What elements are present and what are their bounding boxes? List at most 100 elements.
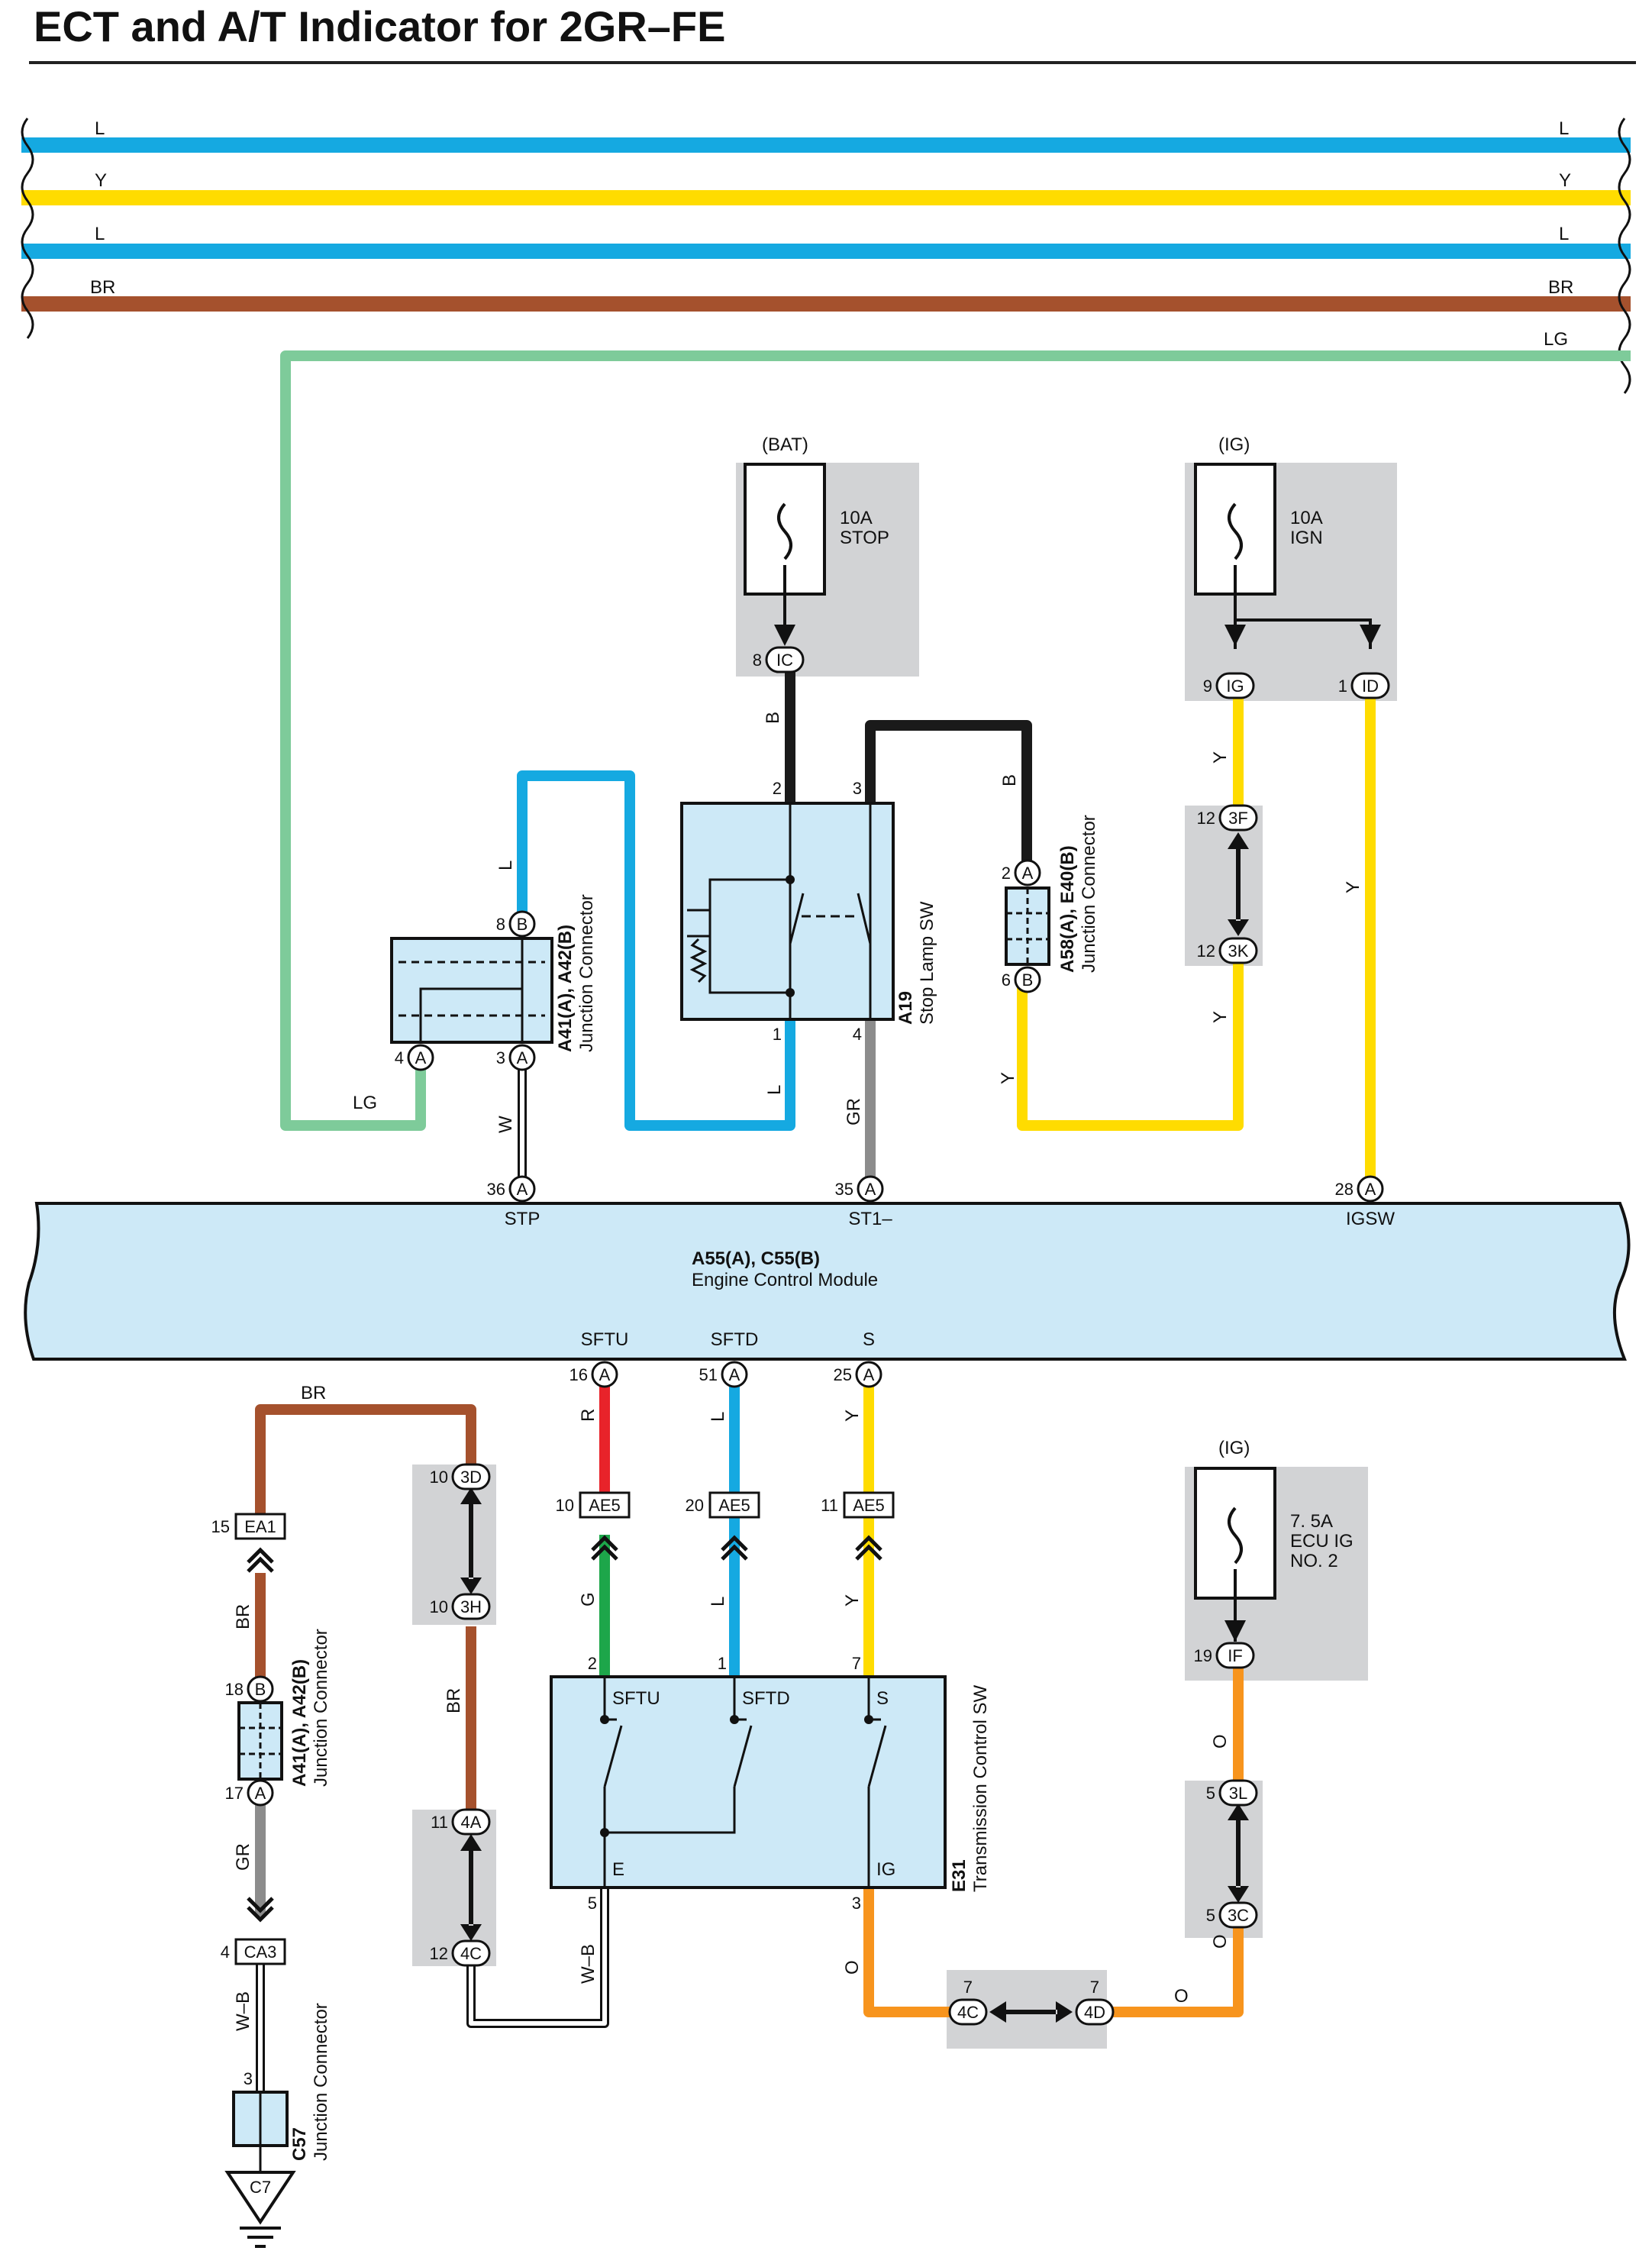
conn-ea1: EA1 [244, 1517, 276, 1536]
badge-b-jc-right [1014, 966, 1041, 993]
jc-right-grid [1006, 888, 1049, 964]
arrow-ic [774, 625, 795, 646]
wire-lg [280, 350, 1631, 1131]
wl-y-5: Y [842, 1410, 863, 1422]
stop-sw-code: A19 [895, 991, 916, 1025]
pin-8-ic: 8 [753, 651, 762, 670]
badge-3c [1218, 1901, 1258, 1929]
engine-control-module [24, 1202, 1631, 1361]
c57-code: C57 [289, 2127, 310, 2161]
tcs-dot-3 [864, 1715, 873, 1724]
ecm-term-sftd: SFTD [711, 1329, 759, 1350]
badge-3f [1218, 804, 1258, 832]
stop-sw-box [680, 802, 895, 1021]
badge-3k [1218, 937, 1258, 964]
pin-17-jcb: 17 [225, 1784, 244, 1803]
junction-connector-right [1005, 886, 1050, 966]
conn-ae5-1: AE5 [589, 1496, 621, 1515]
jc-right-code: A58(A), E40(B) [1057, 845, 1078, 973]
conn-a-25: A [863, 1365, 875, 1384]
conn-3d: 3D [460, 1468, 482, 1487]
chevron-ca3 [247, 1897, 274, 1923]
conn-ae5-2: AE5 [718, 1496, 750, 1515]
badge-3d [451, 1463, 491, 1490]
pin-1-id: 1 [1338, 677, 1347, 696]
stop-sw-dot-2 [786, 988, 795, 997]
tcs-term-sftd: SFTD [742, 1688, 790, 1709]
pin-1-sw: 1 [773, 1025, 782, 1044]
conn-a-28: A [1365, 1180, 1376, 1199]
badge-ae5-3 [843, 1491, 895, 1519]
pin-35: 35 [835, 1180, 853, 1199]
wl-o-v2: O [1210, 1734, 1231, 1749]
wire-y-3k [1017, 962, 1244, 1131]
pin-3-c57: 3 [244, 2069, 253, 2088]
chevron-ae5-1 [591, 1535, 618, 1561]
fuse-stop-source: (BAT) [762, 434, 808, 455]
page-title: ECT and A/T Indicator for 2GR–FE [34, 2, 726, 50]
wire-l-stp [517, 770, 795, 1131]
stop-sw-name: Stop Lamp SW [917, 901, 937, 1025]
badge-4c-left [451, 1939, 491, 1967]
fuse-ign-amp: 10A [1290, 508, 1323, 528]
c57-connector [232, 2091, 289, 2147]
ecm-term-igsw: IGSW [1346, 1209, 1395, 1229]
fuse-ign-source: (IG) [1218, 434, 1250, 455]
c57-name: Junction Connector [311, 2003, 331, 2161]
wl-y-3: Y [998, 1072, 1018, 1084]
bus-label-y-left: Y [95, 170, 107, 191]
fuse-ecu-no: NO. 2 [1290, 1551, 1338, 1571]
badge-ig [1215, 672, 1255, 699]
stop-sw-resistor [687, 909, 710, 983]
bus-label-l1-right: L [1559, 118, 1569, 139]
pin-19-if: 19 [1194, 1646, 1212, 1665]
bus-labels: L Y L BR L Y L BR LG [90, 118, 1573, 350]
conn-ae5-3: AE5 [853, 1496, 885, 1515]
badge-ic [765, 646, 805, 673]
pin-4-sw: 4 [853, 1025, 862, 1044]
badge-4d [1075, 1998, 1115, 2026]
arrow-4a-4c [460, 1834, 482, 1941]
conn-a-35: A [865, 1180, 876, 1199]
pin-12-4c: 12 [430, 1944, 448, 1963]
jc-top-code: A41(A), A42(B) [555, 925, 576, 1052]
shaded-blocks [412, 463, 1397, 2049]
conn-3l: 3L [1229, 1784, 1247, 1803]
stop-sw-contacts [708, 803, 872, 1021]
ecm-name: Engine Control Module [692, 1270, 878, 1290]
pin-2-jcr: 2 [1002, 864, 1011, 883]
badge-a-36 [508, 1175, 536, 1203]
conn-a4-jc-top: A [415, 1048, 427, 1067]
fuse-stop-amp: 10A [840, 508, 873, 528]
badge-c7 [225, 2171, 295, 2224]
bus-label-l2-left: L [95, 224, 105, 244]
chevron-ae5-3 [855, 1535, 882, 1561]
tcs-term-sftu: SFTU [612, 1688, 660, 1709]
pin-7-4d: 7 [1090, 1978, 1099, 1997]
pin-15-ea1: 15 [211, 1517, 230, 1536]
bus-label-y-right: Y [1559, 170, 1571, 191]
left-break-mark [21, 118, 34, 339]
conn-id: ID [1362, 677, 1379, 696]
ecm-code: A55(A), C55(B) [692, 1248, 820, 1269]
wl-b-v1: B [763, 712, 783, 724]
jc-bottom-grid [239, 1703, 282, 1779]
tcs-dot-1 [600, 1715, 609, 1724]
wire-b-sw3 [865, 720, 1032, 865]
conn-b-jc-right: B [1022, 970, 1034, 990]
chevron-ae5-2 [721, 1535, 748, 1561]
pin-18-jcb: 18 [225, 1680, 244, 1699]
connector-arrows [460, 625, 1381, 2023]
conn-ca3: CA3 [244, 1942, 277, 1962]
conn-ig: IG [1226, 677, 1244, 696]
junction-connector-bottom [237, 1701, 283, 1781]
badge-ea1 [234, 1513, 286, 1540]
right-break-mark [1618, 118, 1631, 394]
pin-51: 51 [699, 1365, 718, 1384]
wl-br-top: BR [301, 1383, 326, 1403]
pin-5-3l: 5 [1206, 1784, 1215, 1803]
chevron-marks [247, 1535, 882, 1923]
title-rule [29, 61, 1636, 64]
conn-a-36: A [517, 1180, 528, 1199]
pin-9-ig: 9 [1203, 677, 1212, 696]
